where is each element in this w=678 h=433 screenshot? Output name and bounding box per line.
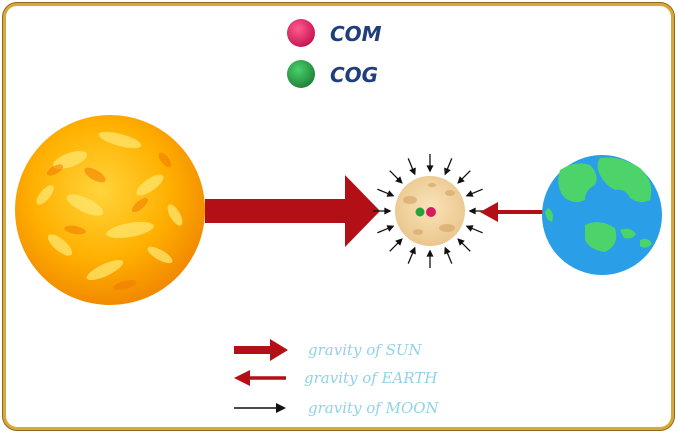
com-point: [426, 207, 436, 217]
cog-label: COG: [330, 63, 378, 87]
moon-gravity-arrowhead: [457, 176, 465, 184]
key-cog: COG: [287, 60, 378, 88]
legend-sun-label: gravity of SUN: [308, 341, 423, 359]
moon-gravity-arrowhead: [409, 167, 416, 176]
legend-moon-arrow-icon: [234, 403, 286, 413]
moon-gravity-arrowhead: [386, 190, 395, 197]
moon-gravity-arrowhead: [409, 246, 416, 255]
moon-gravity-arrowhead: [444, 167, 451, 176]
moon-gravity-arrowhead: [426, 249, 434, 257]
moon-gravity-arrowhead: [384, 207, 392, 215]
moon-gravity-arrowhead: [386, 225, 395, 232]
moon-icon: [373, 154, 487, 268]
legend-sun-arrow-icon: [234, 339, 288, 361]
legend-earth: gravity of EARTH: [234, 369, 438, 387]
sun-gravity-arrow: [205, 175, 380, 247]
key-com: COM: [287, 19, 382, 47]
cog-point: [415, 207, 425, 217]
moon-gravity-arrows: [373, 154, 487, 268]
sun-icon: [15, 115, 205, 305]
moon-gravity-arrowhead: [457, 238, 465, 246]
moon-gravity-arrowhead: [444, 246, 451, 255]
earth-gravity-arrow: [480, 202, 543, 222]
cog-dot-icon: [287, 60, 315, 88]
legend-moon: gravity of MOON: [234, 399, 440, 417]
moon-gravity-arrowhead: [465, 225, 474, 232]
moon-gravity-arrowhead: [395, 176, 403, 184]
legend: gravity of SUN gravity of EARTH gravity …: [234, 339, 440, 417]
moon-gravity-arrowhead: [468, 207, 476, 215]
com-dot-icon: [287, 19, 315, 47]
legend-earth-arrow-icon: [234, 370, 286, 386]
moon-gravity-arrowhead: [465, 190, 474, 197]
legend-sun: gravity of SUN: [234, 339, 423, 361]
legend-earth-label: gravity of EARTH: [304, 369, 438, 387]
com-label: COM: [330, 22, 382, 46]
earth-icon: [542, 155, 662, 275]
legend-moon-label: gravity of MOON: [308, 399, 440, 417]
moon-gravity-arrowhead: [395, 238, 403, 246]
moon-gravity-arrowhead: [426, 165, 434, 173]
